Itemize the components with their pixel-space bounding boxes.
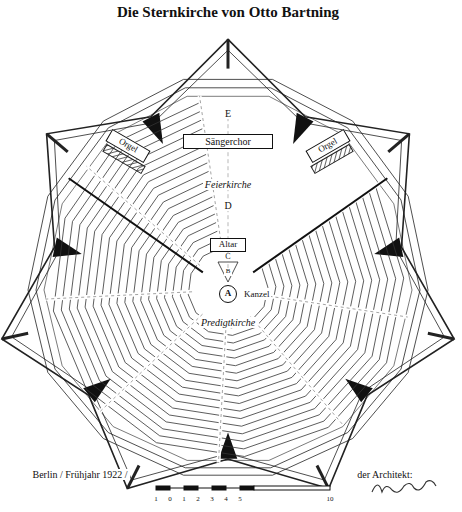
pulpit-circle: AKanzel	[219, 285, 237, 303]
buttress	[374, 237, 403, 257]
scale-number: 5	[236, 496, 244, 504]
signature-caption: der Architekt:	[355, 469, 414, 480]
zone-letter: D	[222, 200, 233, 211]
node-caption: Kanzel	[242, 288, 271, 300]
wall-ring	[36, 88, 420, 468]
wall-ring	[28, 79, 428, 475]
aisle-axis	[251, 317, 343, 425]
zone-name: Feierkirche	[203, 179, 253, 190]
scale-number: 0	[166, 496, 174, 504]
aisle-axis	[264, 295, 408, 317]
scale-number: 2	[194, 496, 202, 504]
zone-letter: E	[223, 108, 233, 119]
star-outline	[2, 39, 454, 488]
node-text: Altar	[219, 239, 238, 249]
wedge-wall	[69, 178, 203, 272]
scale-number: 3	[208, 496, 216, 504]
scale-number: 1	[180, 496, 188, 504]
zone-letter: C	[223, 253, 232, 262]
buttress	[293, 113, 313, 144]
aisle-axis	[218, 324, 226, 463]
pew-row	[53, 102, 403, 456]
title: Die Sternkirche von Otto Bartning	[117, 4, 339, 21]
star-point	[428, 333, 454, 339]
aisle	[200, 96, 223, 252]
aisle	[264, 295, 408, 317]
place-date: Berlin / Frühjahr 1922 /	[31, 469, 130, 480]
pew-row	[85, 136, 372, 426]
aisle	[218, 324, 226, 463]
node-text: Sängerchor	[205, 136, 251, 147]
altar-box: Altar	[210, 238, 246, 252]
wall-ring	[44, 96, 412, 460]
aisle-axis	[46, 292, 192, 299]
node-text: A	[225, 288, 232, 298]
scale-number: 10	[325, 496, 336, 504]
scale-number: 4	[222, 496, 230, 504]
pew-row	[61, 111, 395, 449]
aisle	[251, 317, 343, 425]
altar-step	[218, 262, 238, 282]
aisle-axis	[200, 96, 223, 252]
aisle	[46, 292, 192, 299]
scale-number: 1	[152, 496, 160, 504]
aisle-axis	[87, 166, 200, 265]
choir-box: Sängerchor	[183, 134, 273, 149]
star-point	[2, 333, 28, 339]
aisle	[99, 314, 202, 412]
star-outline	[12, 50, 445, 480]
signature	[372, 481, 436, 493]
star-point	[47, 134, 68, 152]
star-point	[388, 134, 409, 152]
zone-letter: B	[224, 268, 233, 276]
pew-row	[69, 119, 387, 441]
wedge-wall	[253, 178, 387, 272]
star-point	[317, 465, 329, 488]
pew-row	[77, 128, 380, 434]
pew-row	[93, 145, 364, 419]
star-point	[227, 39, 230, 68]
zone-name: Predigtkirche	[199, 317, 257, 328]
aisle-axis	[99, 314, 202, 412]
aisle	[87, 166, 200, 265]
